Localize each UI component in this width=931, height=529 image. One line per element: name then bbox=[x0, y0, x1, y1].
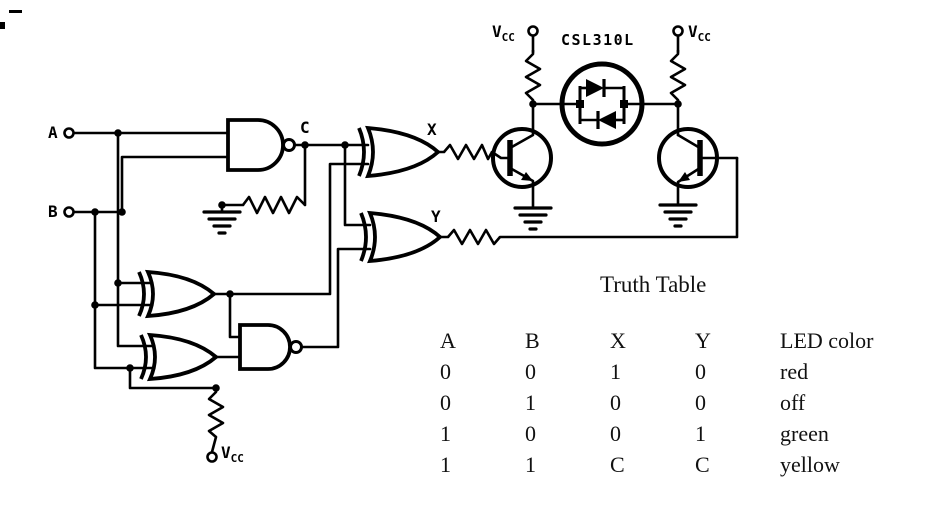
truth-table-cell: 0 bbox=[610, 421, 621, 446]
truth-table-cell: 1 bbox=[610, 359, 621, 384]
truth-table-cell: 1 bbox=[525, 390, 536, 415]
truth-table-cell: green bbox=[780, 421, 829, 446]
terminal-vcc-right bbox=[672, 25, 684, 37]
truth-table-cell: C bbox=[610, 452, 625, 477]
emitter-arrow bbox=[521, 172, 533, 181]
truth-table-cell: 0 bbox=[440, 359, 451, 384]
truth-table-cell: 0 bbox=[695, 359, 706, 384]
led-csl310l bbox=[559, 61, 645, 147]
truth-table-header: Y bbox=[695, 328, 711, 353]
resistor-vcc-left bbox=[524, 50, 542, 104]
truth-table-cell: 1 bbox=[440, 421, 451, 446]
truth-table-cell: 0 bbox=[695, 390, 706, 415]
xor-gate-y bbox=[359, 210, 443, 264]
truth-table-cell: 0 bbox=[525, 359, 536, 384]
truth-table-cell: C bbox=[695, 452, 710, 477]
truth-table-cell: 0 bbox=[525, 421, 536, 446]
truth-table: A B X Y LED color 0 0 1 0 red 0 1 0 0 of… bbox=[440, 328, 930, 483]
truth-table-header: LED color bbox=[780, 328, 874, 353]
diode-bottom bbox=[580, 111, 624, 129]
label-input-a: A bbox=[48, 123, 58, 142]
ground-symbol-right bbox=[658, 203, 698, 228]
label-vcc-left: VCC bbox=[492, 22, 515, 45]
truth-table-cell: yellow bbox=[780, 452, 840, 477]
scan-artifact bbox=[0, 10, 22, 29]
diode-top bbox=[580, 79, 624, 97]
terminals bbox=[63, 25, 684, 463]
terminal-input-a bbox=[63, 127, 75, 139]
nand-gate-1 bbox=[226, 118, 296, 172]
label-node-c: C bbox=[300, 118, 310, 137]
truth-table-cell: red bbox=[780, 359, 809, 384]
label-output-x: X bbox=[427, 120, 437, 139]
resistor-vcc-right bbox=[669, 50, 687, 104]
ground-symbols bbox=[202, 203, 698, 235]
truth-table-cell: 0 bbox=[440, 390, 451, 415]
xor-gate-2 bbox=[139, 332, 219, 382]
label-output-y: Y bbox=[431, 207, 441, 226]
emitter-arrow bbox=[678, 172, 690, 182]
label-vcc-bottom: VCC bbox=[221, 443, 244, 466]
inverter-bubble bbox=[289, 340, 303, 354]
xor-gate-1 bbox=[137, 269, 217, 319]
truth-table-cell: 1 bbox=[440, 452, 451, 477]
label-led-part-number: CSL310L bbox=[561, 31, 635, 49]
truth-table-cell: 1 bbox=[695, 421, 706, 446]
resistor-x bbox=[443, 143, 494, 161]
resistor-vcc-bottom bbox=[207, 388, 225, 438]
truth-table-cell: 0 bbox=[610, 390, 621, 415]
truth-table-cell: off bbox=[780, 390, 806, 415]
nand-gate-2 bbox=[238, 323, 303, 371]
ground-symbol-mid bbox=[513, 206, 553, 231]
resistors bbox=[207, 50, 687, 438]
truth-table-title: Truth Table bbox=[600, 272, 707, 297]
xor-gate-x bbox=[357, 125, 441, 179]
junction-dots bbox=[91, 100, 682, 392]
transistor-left bbox=[491, 127, 553, 189]
terminal-vcc-bottom bbox=[206, 451, 218, 463]
truth-table-cell: 1 bbox=[525, 452, 536, 477]
terminal-vcc-left bbox=[527, 25, 539, 37]
truth-table-header: B bbox=[525, 328, 540, 353]
truth-table-header: A bbox=[440, 328, 456, 353]
inverter-bubble bbox=[282, 138, 296, 152]
wires bbox=[72, 34, 739, 454]
terminal-input-b bbox=[63, 206, 75, 218]
ground-symbol-left bbox=[202, 210, 242, 235]
label-input-b: B bbox=[48, 202, 58, 221]
resistor-y bbox=[447, 228, 501, 246]
label-vcc-right: VCC bbox=[688, 22, 711, 45]
truth-table-header: X bbox=[610, 328, 626, 353]
resistor-c-pulldown bbox=[241, 195, 306, 215]
transistor-right bbox=[657, 127, 719, 189]
